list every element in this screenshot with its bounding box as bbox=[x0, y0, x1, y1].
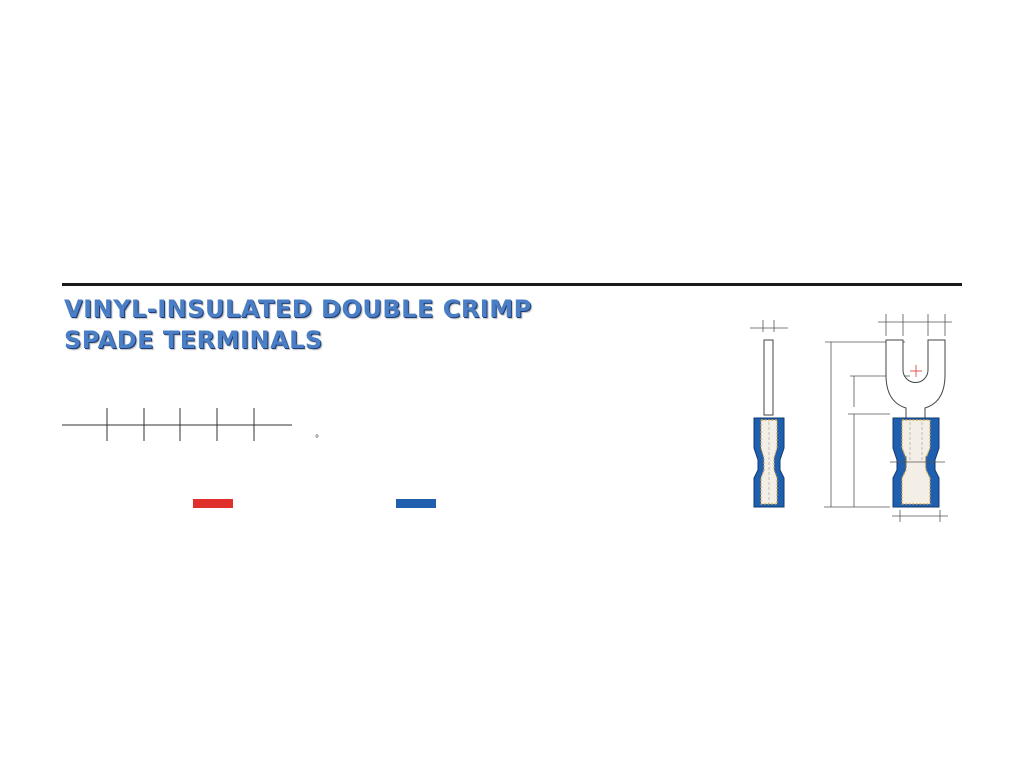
degree-mark: ° bbox=[315, 434, 319, 445]
header-rule bbox=[62, 283, 962, 286]
front-view bbox=[878, 314, 952, 522]
spec-table-lines bbox=[62, 408, 292, 441]
title-line-2: SPADE TERMINALS bbox=[64, 326, 323, 354]
side-view bbox=[750, 320, 788, 508]
red-color-swatch bbox=[193, 499, 233, 508]
title-line-1: VINYL-INSULATED DOUBLE CRIMP bbox=[64, 295, 532, 323]
page-title: VINYL-INSULATED DOUBLE CRIMP SPADE TERMI… bbox=[64, 294, 532, 356]
blue-color-swatch bbox=[396, 499, 436, 508]
spade-terminal-diagram bbox=[750, 314, 952, 522]
